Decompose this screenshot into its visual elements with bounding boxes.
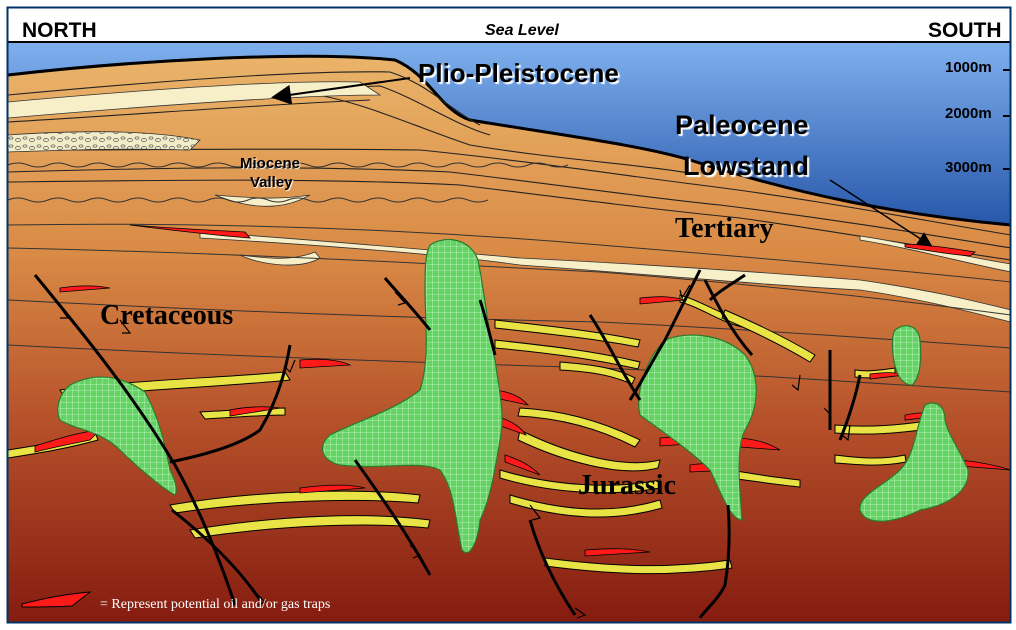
depth-label-1000: 1000m: [945, 60, 992, 75]
north-label: NORTH: [22, 20, 97, 41]
paleocene-label-line2: Lowstand: [683, 153, 809, 180]
legend-text: = Represent potential oil and/or gas tra…: [100, 598, 330, 612]
plio-pleistocene-label: Plio-Pleistocene: [418, 60, 619, 86]
depth-label-3000: 3000m: [945, 160, 992, 175]
miocene-label-line2: Valley: [250, 175, 293, 190]
sea-level-label: Sea Level: [485, 23, 559, 39]
paleocene-label-line1: Paleocene: [675, 112, 809, 139]
depth-label-2000: 2000m: [945, 106, 992, 121]
jurassic-label: Jurassic: [578, 472, 676, 500]
tertiary-label: Tertiary: [675, 215, 774, 243]
miocene-label-line1: Miocene: [240, 156, 300, 171]
south-label: SOUTH: [928, 20, 1002, 41]
cretaceous-label: Cretaceous: [100, 302, 233, 330]
